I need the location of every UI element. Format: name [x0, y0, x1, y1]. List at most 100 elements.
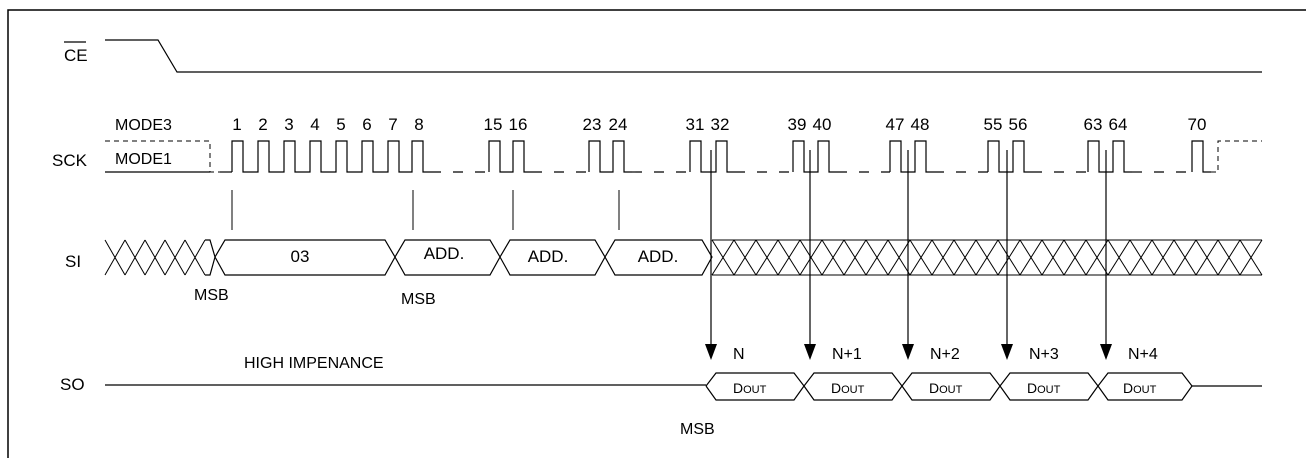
si-dont-care — [184, 239, 206, 276]
clock-number: 7 — [388, 115, 397, 134]
si-dont-care — [887, 239, 911, 276]
mode3-label: MODE3 — [115, 117, 172, 134]
si-dont-care — [997, 239, 1021, 276]
si-dont-care — [953, 239, 977, 276]
so-byte-index: N+4 — [1128, 346, 1158, 363]
si-dont-care — [975, 239, 999, 276]
clock-number: 16 — [509, 115, 528, 134]
sck-pulse-group — [889, 140, 934, 173]
so-byte-value: DOUT — [929, 380, 963, 396]
si-dont-care — [124, 239, 146, 276]
data-out-arrowhead — [705, 344, 717, 360]
clock-number: 5 — [336, 115, 345, 134]
si-dont-care — [1239, 239, 1263, 276]
clock-number: 32 — [711, 115, 730, 134]
si-field-address-1: ADD. — [424, 244, 465, 263]
clock-number: 8 — [414, 115, 423, 134]
clock-number: 1 — [232, 115, 241, 134]
so-byte-index: N+1 — [832, 346, 862, 363]
si-dont-care — [733, 239, 757, 276]
sck-label: SCK — [52, 151, 88, 170]
si-field-address-3: ADD. — [638, 247, 679, 266]
sck-trailing — [1211, 140, 1262, 173]
so-byte-value: DOUT — [733, 380, 767, 396]
ce-waveform — [105, 39, 1262, 73]
clock-number: 48 — [911, 115, 930, 134]
so-byte-value: DOUT — [831, 380, 865, 396]
si-msb-label-1: MSB — [194, 287, 229, 304]
clock-number: 47 — [886, 115, 905, 134]
so-byte-index: N+3 — [1029, 346, 1059, 363]
si-dont-care — [843, 239, 867, 276]
clock-number: 55 — [984, 115, 1003, 134]
si-dont-care — [777, 239, 801, 276]
clock-number: 15 — [484, 115, 503, 134]
si-dont-care — [1063, 239, 1087, 276]
clock-number: 63 — [1084, 115, 1103, 134]
si-dont-care — [865, 239, 889, 276]
si-dont-care — [931, 239, 955, 276]
clock-number: 70 — [1188, 115, 1207, 134]
si-dont-care — [104, 239, 126, 276]
si-dont-care — [164, 239, 186, 276]
si-dont-care — [755, 239, 779, 276]
si-label: SI — [65, 252, 81, 271]
so-status-label: HIGH IMPENANCE — [244, 355, 384, 372]
clock-number: 3 — [284, 115, 293, 134]
si-dont-care — [909, 239, 933, 276]
si-dont-care — [1129, 239, 1153, 276]
si-transition — [205, 239, 216, 276]
mode1-label: MODE1 — [115, 151, 172, 168]
clock-number: 23 — [583, 115, 602, 134]
clock-number: 31 — [686, 115, 705, 134]
sck-pulse-group — [488, 140, 532, 173]
si-dont-care — [1107, 239, 1131, 276]
so-byte-value: DOUT — [1027, 380, 1061, 396]
clock-number: 56 — [1009, 115, 1028, 134]
sck-pulse-group — [1087, 140, 1132, 173]
clock-number: 64 — [1109, 115, 1128, 134]
clock-number: 2 — [258, 115, 267, 134]
si-bus-address-3 — [604, 239, 713, 276]
data-out-arrowhead — [1001, 344, 1013, 360]
si-dont-care — [1217, 239, 1241, 276]
sck-waveform — [105, 140, 1262, 173]
si-field-address-2: ADD. — [528, 247, 569, 266]
sck-pulse-group — [231, 140, 431, 173]
si-dont-care — [1195, 239, 1219, 276]
sck-pulse-group — [588, 140, 632, 173]
so-byte-value: DOUT — [1123, 380, 1157, 396]
clock-number: 6 — [362, 115, 371, 134]
sck-mode3-idle — [105, 140, 220, 173]
sck-pulse-group — [792, 140, 837, 173]
data-out-arrowhead — [902, 344, 914, 360]
si-dont-care — [1151, 239, 1175, 276]
sck-pulse-group — [987, 140, 1032, 173]
data-out-arrowhead — [804, 344, 816, 360]
so-label: SO — [60, 375, 85, 394]
si-msb-label-2: MSB — [401, 291, 436, 308]
si-field-command: 03 — [291, 247, 310, 266]
clock-number: 40 — [813, 115, 832, 134]
si-dont-care — [1041, 239, 1065, 276]
si-dont-care — [711, 239, 735, 276]
data-out-arrowhead — [1100, 344, 1112, 360]
sck-pulse-group — [1191, 140, 1211, 173]
so-byte-index: N+2 — [930, 346, 960, 363]
ce-label: CE — [64, 46, 88, 65]
si-dont-care — [821, 239, 845, 276]
clock-number: 39 — [788, 115, 807, 134]
so-byte-index: N — [733, 346, 745, 363]
si-waveform — [104, 239, 1263, 276]
si-dont-care — [1173, 239, 1197, 276]
si-dont-care — [1085, 239, 1109, 276]
si-dont-care — [799, 239, 823, 276]
sck-pulse-group — [689, 140, 735, 173]
clock-number: 4 — [310, 115, 319, 134]
clock-number: 24 — [609, 115, 628, 134]
diagram-frame — [7, 9, 1306, 458]
